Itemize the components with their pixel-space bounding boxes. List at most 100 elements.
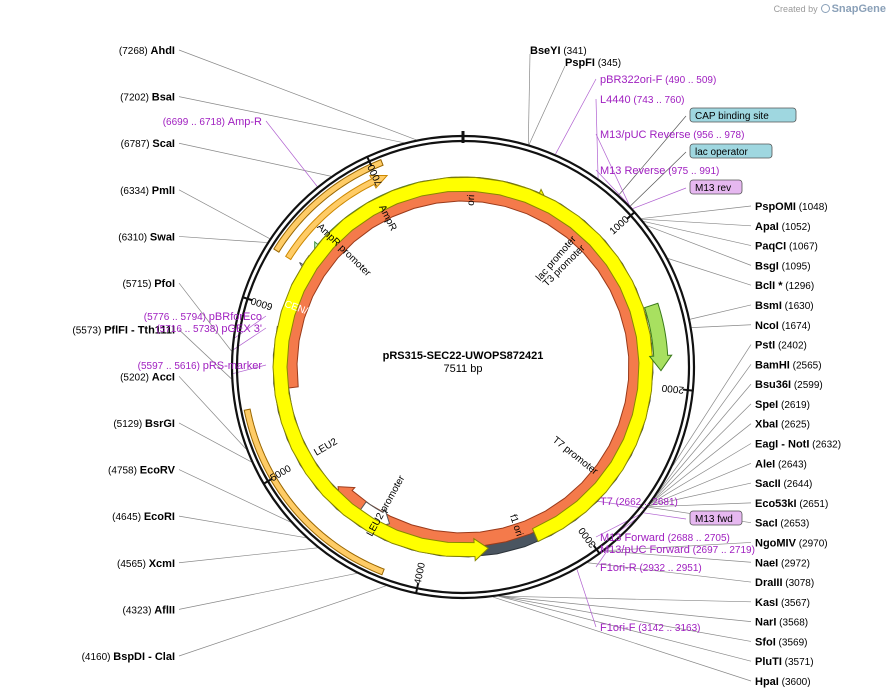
tick-label: 3000 <box>576 525 598 550</box>
leader-line <box>657 364 752 494</box>
primer-label[interactable]: M13/pUC Forward (2697 .. 2719) <box>600 544 755 556</box>
feature-label: ori <box>466 194 478 206</box>
enzyme-label[interactable]: DraIII (3078) <box>755 577 814 589</box>
enzyme-label[interactable]: Bsu36I (2599) <box>755 379 823 391</box>
tick-label: 4000 <box>413 561 428 585</box>
feature-box-label[interactable]: M13 rev <box>695 183 731 194</box>
enzyme-label[interactable]: SfoI (3569) <box>755 636 807 648</box>
enzyme-label[interactable]: (4645) EcoRI <box>112 511 175 523</box>
leader-line <box>650 443 752 505</box>
snapgene-logo-icon <box>820 4 830 13</box>
primer-label[interactable]: M13/pUC Reverse (956 .. 978) <box>600 129 744 141</box>
promoter-label: T7 promoter <box>550 435 600 478</box>
leader-line <box>555 78 597 155</box>
primer-label[interactable]: T7 (2662 .. 2681) <box>600 496 678 508</box>
leader-line <box>498 595 752 662</box>
enzyme-label[interactable]: SpeI (2619) <box>755 399 810 411</box>
tick-mark <box>366 156 373 167</box>
leader-line <box>178 376 247 450</box>
primer-label[interactable]: F1ori-R (2932 .. 2951) <box>600 562 702 574</box>
enzyme-label[interactable]: ApaI (1052) <box>755 221 811 233</box>
enzyme-label[interactable]: (5715) PfoI <box>123 278 175 290</box>
enzyme-label[interactable]: BsmI (1630) <box>755 300 814 312</box>
primer-label[interactable]: M13 Reverse (975 .. 991) <box>600 165 719 177</box>
plasmid-backbone <box>230 131 696 600</box>
enzyme-label[interactable]: NarI (3568) <box>755 617 808 629</box>
enzyme-label[interactable]: BseYI (341) <box>530 45 587 57</box>
primer-label[interactable]: pBR322ori-F (490 .. 509) <box>600 74 716 86</box>
credit-brand: SnapGene <box>831 3 886 15</box>
feature-arc <box>272 176 654 562</box>
primer-label[interactable]: (6699 .. 6718) Amp-R <box>163 116 262 128</box>
enzyme-label[interactable]: (6334) PmlI <box>120 185 175 197</box>
leader-line <box>587 562 752 583</box>
enzyme-label[interactable]: SacI (2653) <box>755 518 809 530</box>
plasmid-name: pRS315-SEC22-UWOPS872421 <box>383 350 544 362</box>
leader-line <box>650 423 752 504</box>
enzyme-label[interactable]: (4758) EcoRV <box>108 465 176 477</box>
leader-line <box>178 236 268 243</box>
leader-line <box>178 189 270 239</box>
leader-line <box>595 133 630 206</box>
leader-line <box>651 403 752 503</box>
enzyme-label[interactable]: NaeI (2972) <box>755 557 810 569</box>
enzyme-label[interactable]: BamHI (2565) <box>755 359 822 371</box>
leader-line <box>528 65 566 145</box>
enzyme-label[interactable]: EagI - NotI (2632) <box>755 439 841 451</box>
enzyme-label[interactable]: PluTI (3571) <box>755 656 814 668</box>
enzyme-label[interactable]: PspOMI (1048) <box>755 201 828 213</box>
feature-box <box>689 107 797 123</box>
enzyme-label[interactable]: (6787) ScaI <box>121 138 175 150</box>
leader-line <box>178 329 232 379</box>
enzyme-label[interactable]: (5573) PflFI - Tth111I <box>72 325 175 337</box>
enzyme-label[interactable]: XbaI (2625) <box>755 419 810 431</box>
feature-arc <box>273 159 384 253</box>
enzyme-label[interactable]: (4323) AflII <box>123 604 175 616</box>
leader-line <box>499 595 752 622</box>
enzyme-label[interactable]: (4160) BspDI - ClaI <box>82 651 175 663</box>
primer-label[interactable]: (5597 .. 5616) pRS-marker <box>138 360 263 372</box>
leader-line <box>643 512 687 520</box>
enzyme-label[interactable]: (7268) AhdI <box>119 45 175 57</box>
enzyme-label[interactable]: Eco53kI (2651) <box>755 498 828 510</box>
enzyme-label[interactable]: BclI * (1296) <box>755 280 814 292</box>
tick-mark <box>682 388 693 392</box>
enzyme-label[interactable]: HpaI (3600) <box>755 676 811 688</box>
enzyme-label[interactable]: (4565) XcmI <box>117 558 175 570</box>
plasmid-length: 7511 bp <box>444 363 483 375</box>
leader-line <box>691 324 752 328</box>
feature-box <box>689 143 773 159</box>
primer-label[interactable]: F1ori-F (3142 .. 3163) <box>600 622 701 634</box>
leader-line <box>595 512 644 538</box>
primer-label[interactable]: L4440 (743 .. 760) <box>600 94 685 106</box>
enzyme-label[interactable]: SacII (2644) <box>755 478 812 490</box>
enzyme-label[interactable]: PaqCI (1067) <box>755 241 818 253</box>
feature-box-label[interactable]: lac operator <box>695 147 748 158</box>
leader-line <box>653 383 752 499</box>
enzyme-label[interactable]: PspFI (345) <box>565 57 621 69</box>
tick-mark <box>415 583 420 594</box>
enzyme-label[interactable]: NcoI (1674) <box>755 320 811 332</box>
enzyme-label[interactable]: (5129) BsrGI <box>113 418 175 430</box>
feature-box-label[interactable]: CAP binding site <box>695 111 769 122</box>
feature-box-label[interactable]: M13 fwd <box>695 514 733 525</box>
primer-label[interactable]: (5716 .. 5738) pGEX 3' <box>156 323 262 335</box>
leader-line <box>618 115 687 196</box>
enzyme-label[interactable]: (6310) SwaI <box>118 231 175 243</box>
enzyme-label[interactable]: NgoMIV (2970) <box>755 537 828 549</box>
enzyme-label[interactable]: PstI (2402) <box>755 340 807 352</box>
tick-label: 6000 <box>249 294 274 311</box>
enzyme-label[interactable]: AleI (2643) <box>755 458 807 470</box>
enzyme-label[interactable]: (5202) AccI <box>120 371 175 383</box>
leader-line <box>178 547 318 564</box>
enzyme-label[interactable]: (7202) BsaI <box>120 92 175 104</box>
tick-label: 5000 <box>269 463 294 484</box>
enzyme-label[interactable]: BsgI (1095) <box>755 260 811 272</box>
leader-line <box>689 304 752 320</box>
enzyme-label[interactable]: KasI (3567) <box>755 597 810 609</box>
leader-line <box>667 258 752 286</box>
primer-label[interactable]: M13 Forward (2688 .. 2705) <box>600 532 730 544</box>
primer-label[interactable]: (5776 .. 5794) pBRforEco <box>144 311 262 323</box>
